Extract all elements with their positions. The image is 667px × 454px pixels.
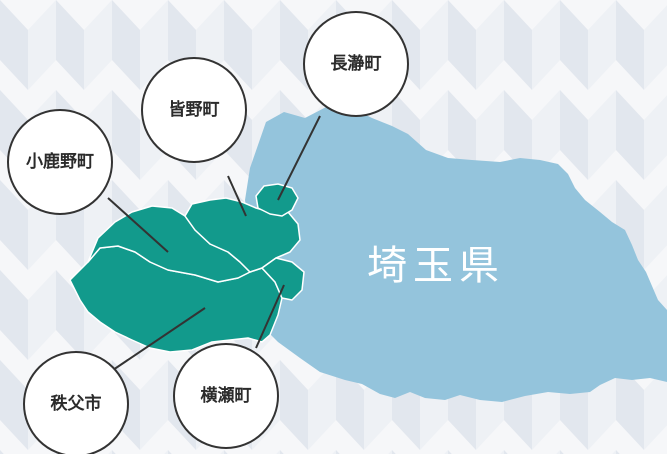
- callout-circle: [7, 109, 113, 215]
- label-minano: 皆野町: [169, 99, 220, 120]
- region-yokoze: [261, 257, 305, 301]
- callout-yokoze[interactable]: 横瀬町: [173, 343, 279, 449]
- leader-nagatoro: [277, 115, 321, 201]
- saitama-prefecture: 埼玉県: [245, 105, 667, 402]
- callout-nagatoro[interactable]: 長瀞町: [303, 11, 409, 117]
- leader-lines: [107, 115, 321, 373]
- callout-circle: [303, 11, 409, 117]
- callout-ogano[interactable]: 小鹿野町: [7, 109, 113, 215]
- prefecture-shape: [245, 105, 667, 402]
- region-nagatoro: [255, 183, 299, 217]
- label-nagatoro: 長瀞町: [331, 53, 382, 74]
- label-yokoze: 横瀬町: [201, 385, 252, 406]
- label-ogano: 小鹿野町: [26, 151, 94, 172]
- region-minano: [184, 197, 301, 273]
- leader-chichibu: [109, 307, 206, 373]
- label-chichibu: 秩父市: [51, 393, 102, 414]
- callout-circle: [23, 351, 129, 454]
- prefecture-name: 埼玉県: [367, 243, 505, 289]
- leader-minano: [227, 175, 247, 217]
- callout-circle: [141, 57, 247, 163]
- leader-ogano: [107, 197, 169, 253]
- callout-minano[interactable]: 皆野町: [141, 57, 247, 163]
- callout-circle: [173, 343, 279, 449]
- chichibu-district: [69, 183, 305, 353]
- leader-yokoze: [255, 284, 285, 349]
- callout-chichibu[interactable]: 秩父市: [23, 351, 129, 454]
